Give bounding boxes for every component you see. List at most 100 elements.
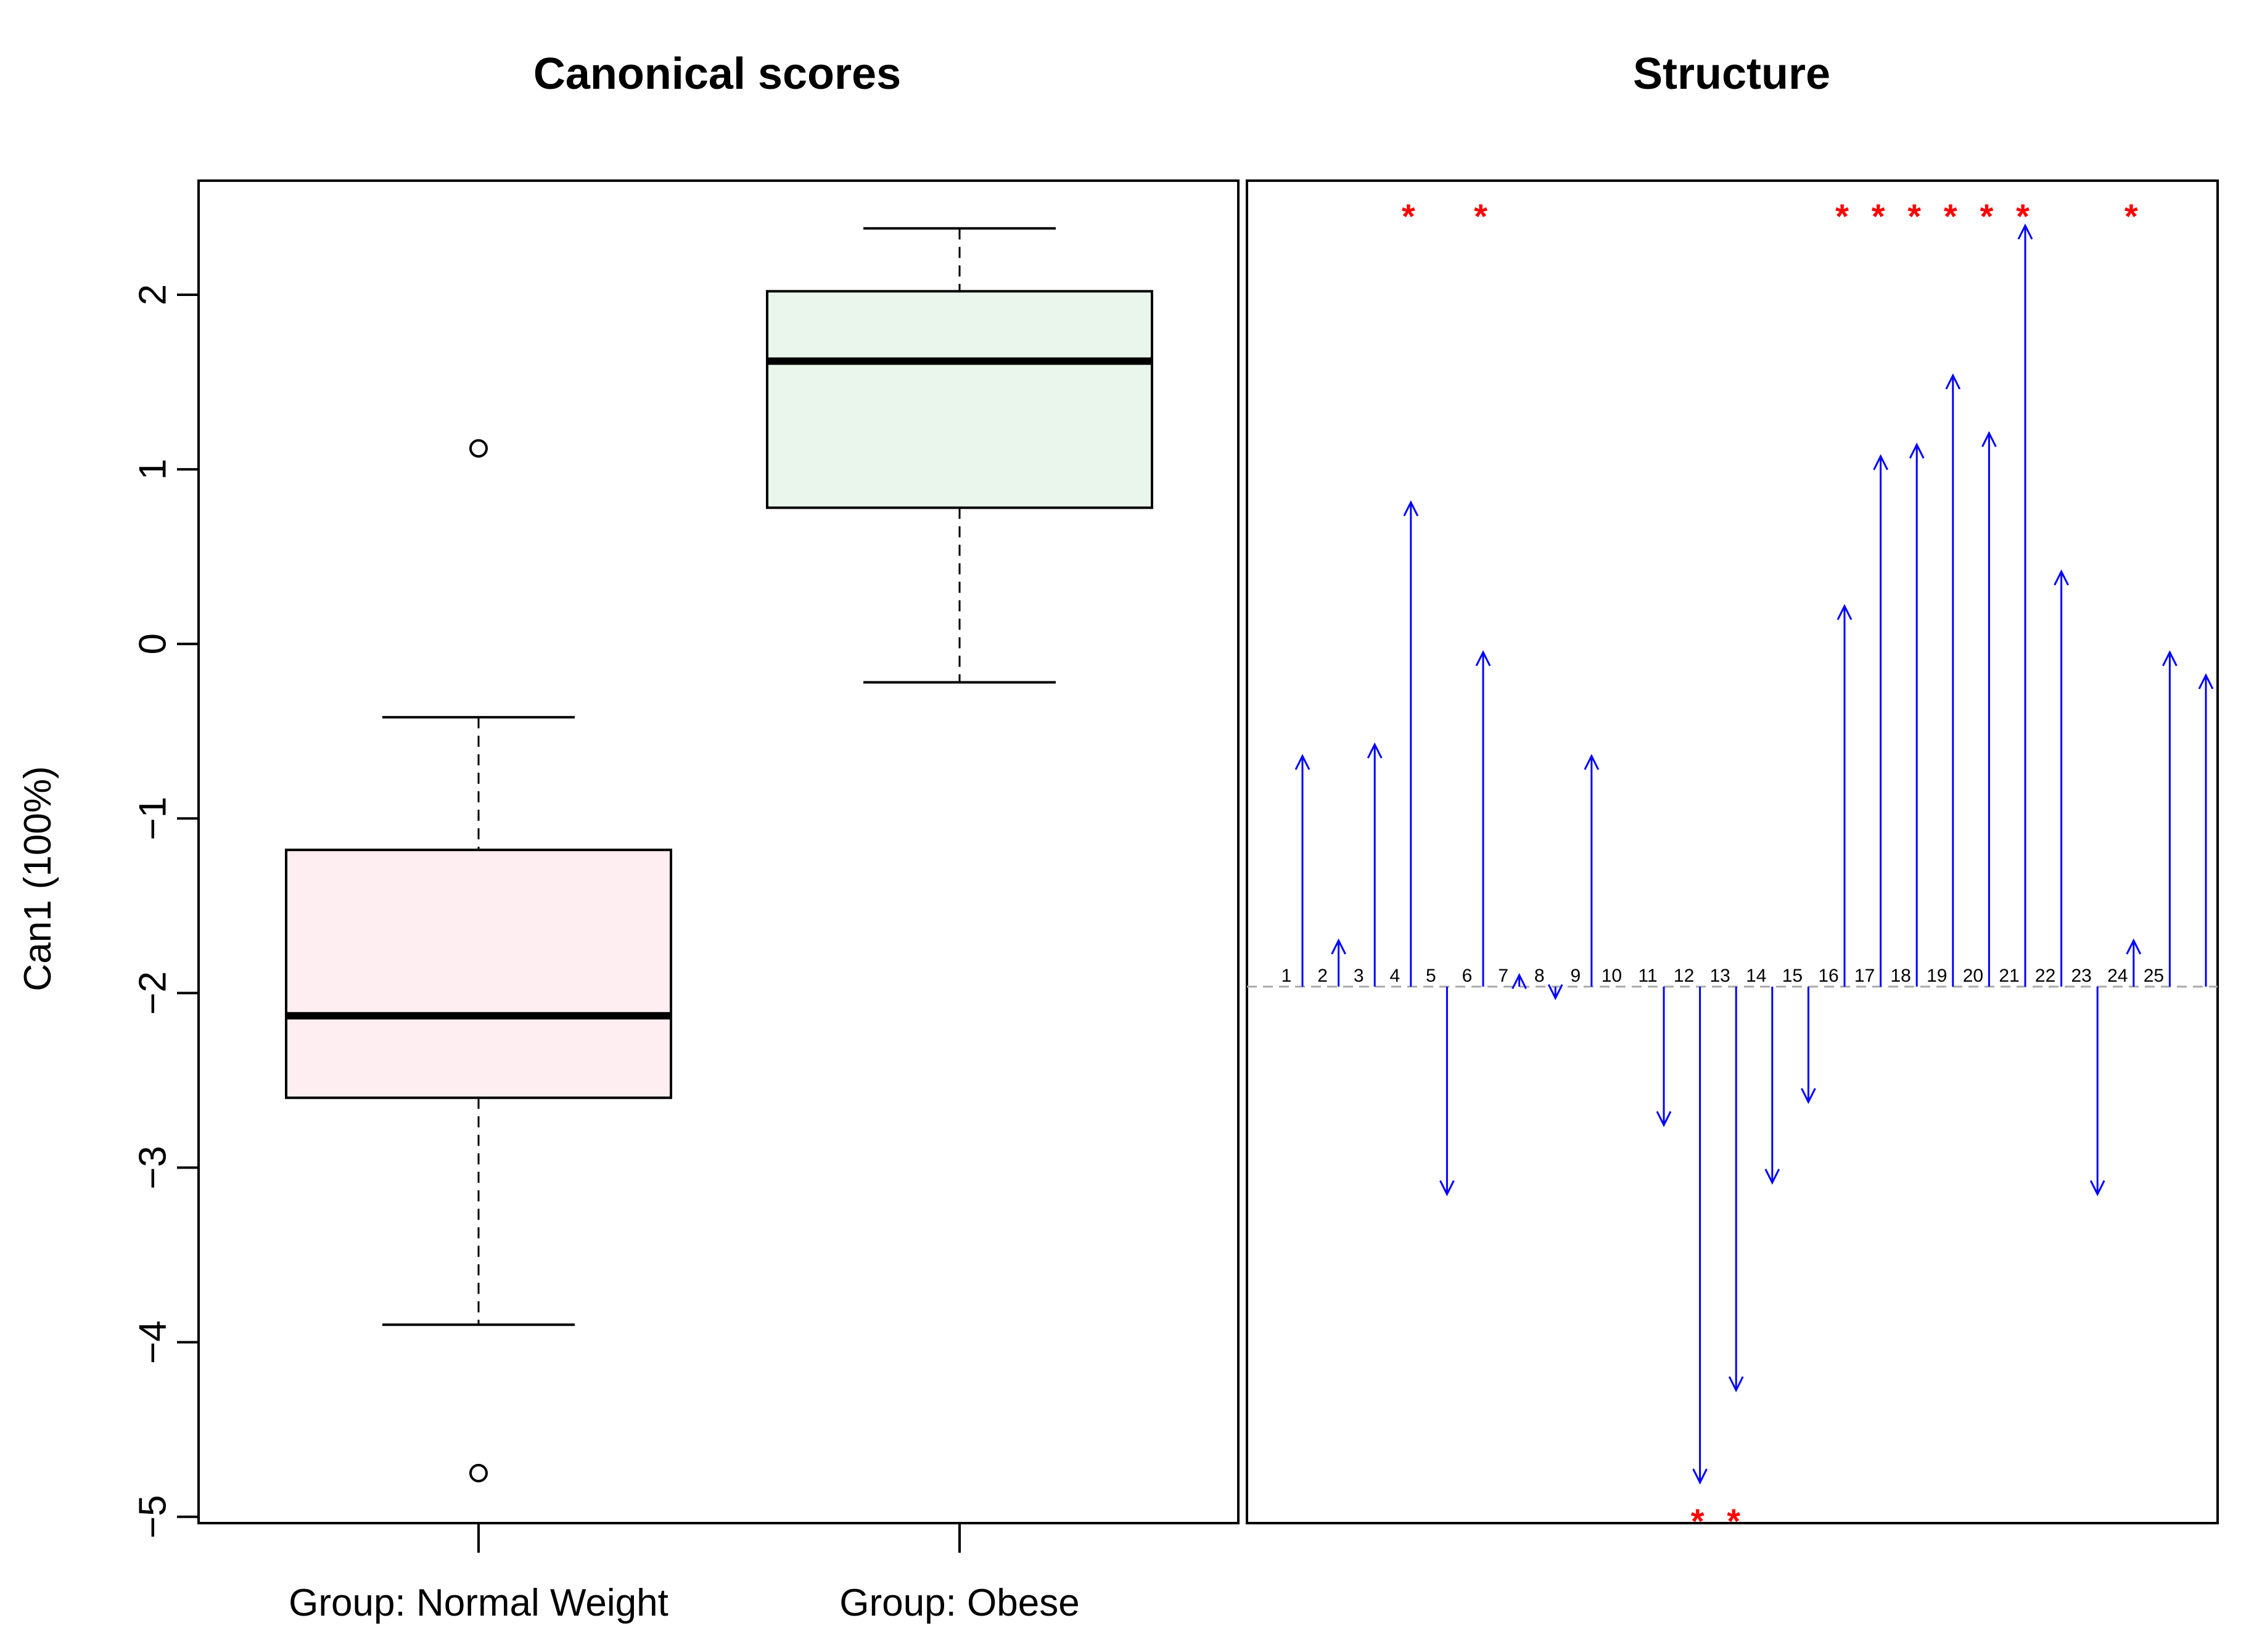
variable-label: 2: [1317, 966, 1328, 986]
variable-label: 22: [2035, 966, 2055, 986]
y-tick-label: −3: [131, 1146, 174, 1190]
outlier-point: [469, 1463, 488, 1482]
structure-arrow-head: [1294, 754, 1310, 770]
variable-label: 15: [1782, 966, 1803, 986]
variable-label: 11: [1638, 966, 1657, 986]
variable-label: 14: [1746, 966, 1766, 986]
structure-variable: 5: [1426, 966, 1455, 1196]
structure-variable: 7: [1498, 966, 1527, 989]
structure-variable: 12 *: [1674, 966, 1708, 1540]
structure-variable: 6*: [1462, 197, 1491, 987]
structure-variable: 14: [1746, 966, 1780, 1185]
significance-star: *: [2124, 197, 2138, 236]
structure-arrow-head: [1475, 650, 1491, 667]
significance-star: *: [1402, 197, 1415, 236]
structure-arrow-head: [1656, 1111, 1672, 1127]
structure-variable: 24 *: [2107, 197, 2142, 987]
structure-variable: 16 *: [1818, 197, 1853, 987]
structure-title: Structure: [1633, 49, 1830, 99]
y-tick-label: 1: [131, 459, 174, 480]
structure-arrow-head: [2198, 673, 2214, 689]
structure-arrow-head: [1981, 431, 1997, 448]
variable-label: 4: [1389, 966, 1400, 986]
variable-label: 16: [1818, 966, 1838, 986]
significance-star: *: [1944, 197, 1957, 236]
structure-arrow-head: [2054, 569, 2069, 586]
variable-label: 19: [1927, 966, 1947, 986]
structure-arrow-head: [1331, 938, 1346, 955]
significance-star: *: [1980, 197, 1994, 236]
structure-variable: 17 *: [1854, 197, 1888, 987]
variable-label: 5: [1426, 966, 1436, 986]
interquartile-box: [285, 849, 672, 1099]
structure-variable: 2: [1317, 938, 1346, 987]
structure-arrow-head: [1945, 373, 1961, 390]
significance-star: *: [1727, 1502, 1740, 1540]
significance-star: *: [1691, 1502, 1705, 1540]
x-axis: Group: Normal Weight Group: Obese: [289, 1522, 1080, 1624]
structure-arrow-head: [1692, 1468, 1708, 1485]
variable-label: 12: [1674, 966, 1694, 986]
structure-arrow-head: [2089, 1180, 2105, 1196]
canonical-scores-panel: Canonical scores Can1 (100%) −5−4−3−2−10…: [17, 49, 1240, 1624]
boxplot: [285, 439, 672, 1482]
structure-variable: 4*: [1389, 197, 1419, 987]
variable-label: 24: [2107, 966, 2128, 986]
structure-arrow-head: [1512, 972, 1527, 989]
y-tick-label: 0: [131, 633, 174, 654]
structure-variable: 11: [1638, 966, 1672, 1127]
structure-variable: 9: [1570, 754, 1600, 987]
variable-label: 17: [1854, 966, 1875, 986]
structure-variable: 3: [1354, 742, 1383, 987]
significance-star: *: [1835, 197, 1849, 236]
boxplots: [285, 227, 1153, 1482]
structure-arrow-head: [1439, 1180, 1455, 1196]
variable-label: 7: [1498, 966, 1508, 986]
structure-variable: 10: [1602, 966, 1622, 986]
structure-arrow-head: [1873, 454, 1888, 471]
significance-star: *: [1872, 197, 1885, 236]
structure-arrow-head: [2017, 223, 2033, 240]
structure-variable: 15: [1782, 966, 1816, 1104]
structure-variable: 18*: [1891, 197, 1925, 987]
variable-label: 1: [1281, 966, 1292, 986]
structure-arrow-head: [2126, 938, 2142, 955]
y-tick-label: −5: [131, 1495, 174, 1539]
significance-star: *: [1474, 197, 1487, 236]
structure-arrow-head: [1367, 742, 1383, 758]
variable-label: 3: [1354, 966, 1364, 986]
y-axis-label: Can1 (100%): [17, 766, 59, 991]
variable-label: 20: [1963, 966, 1983, 986]
x-tick-label: Group: Obese: [839, 1582, 1079, 1624]
structure-arrow-head: [1909, 442, 1925, 459]
structure-variable: 19 *: [1927, 197, 1961, 987]
structure-arrow-head: [1801, 1088, 1816, 1104]
structure-variable: 21 *: [1999, 197, 2033, 987]
variable-label: 9: [1570, 966, 1581, 986]
structure-arrow-head: [1728, 1376, 1744, 1392]
x-tick-label: Group: Normal Weight: [289, 1582, 668, 1624]
y-tick-label: −4: [131, 1320, 174, 1364]
canonical-scores-title: Canonical scores: [533, 49, 901, 99]
significance-star: *: [2016, 197, 2030, 236]
variable-label: 13: [1710, 966, 1730, 986]
structure-variable: 1: [1281, 754, 1310, 987]
structure-variable: [2198, 673, 2214, 987]
variable-label: 18: [1891, 966, 1911, 986]
structure-variable: 22: [2035, 569, 2069, 987]
structure-arrow-head: [1837, 604, 1853, 620]
variable-label: 6: [1462, 966, 1473, 986]
variable-label: 21: [1999, 966, 2019, 986]
variable-label: 10: [1602, 966, 1622, 986]
structure-arrow-head: [2162, 650, 2178, 667]
structure-arrow-head: [1764, 1169, 1780, 1185]
structure-arrow-head: [1547, 984, 1563, 1001]
boxplot: [766, 227, 1153, 684]
structure-variable: 25: [2144, 650, 2178, 987]
y-tick-label: 2: [131, 284, 174, 305]
structure-variable: 20 *: [1963, 197, 1997, 987]
